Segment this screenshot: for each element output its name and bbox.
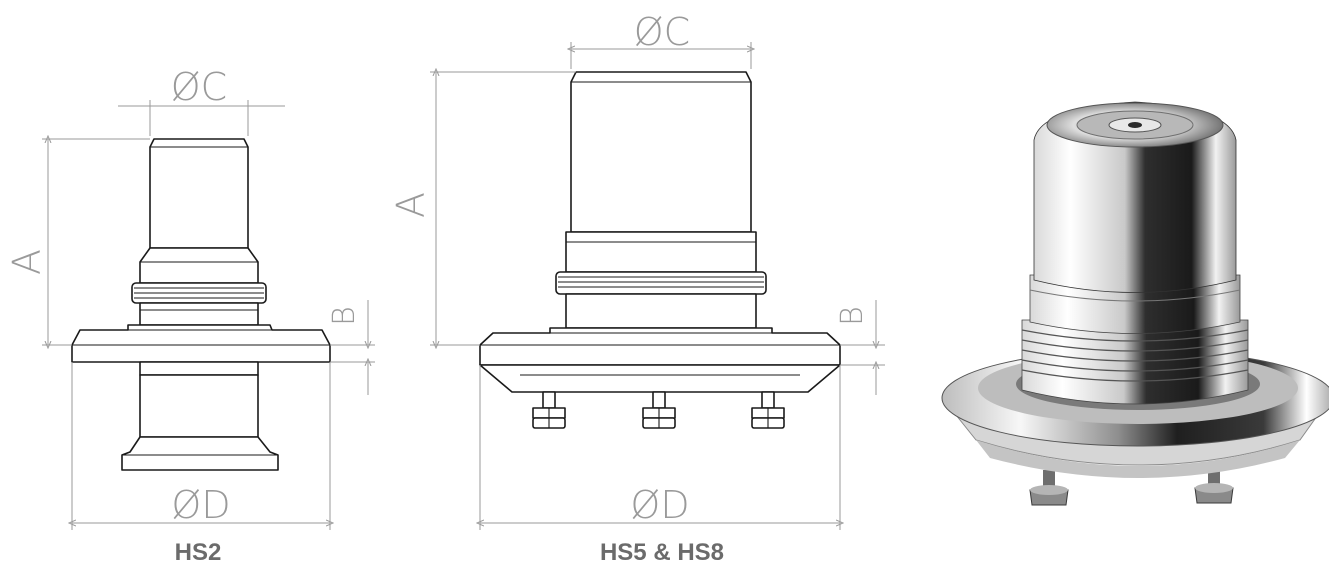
hs2-dim-d: ØD (72, 362, 330, 530)
render-bolt-right (1194, 468, 1234, 504)
hs2-drawing: ØC A B ØD HS2 (5, 65, 375, 566)
hs5-dim-d-label: ØD (630, 483, 689, 527)
hs2-bottom-clamp (121, 436, 279, 471)
hs5-dim-a: A (389, 72, 576, 345)
hs5-dim-c-label: ØC (634, 10, 690, 54)
hs5-thread (555, 271, 767, 295)
hs2-dim-a: A (5, 139, 150, 345)
hs2-caption: HS2 (175, 539, 222, 566)
hs2-dim-c-label: ØC (171, 65, 227, 109)
hs5-hs8-caption: HS5 & HS8 (600, 539, 724, 566)
hs5-dim-d: ØD (480, 365, 840, 530)
hs2-dim-b: B (327, 300, 375, 395)
hs2-top-cylinder (149, 138, 249, 249)
hs5-dim-a-label: A (389, 192, 433, 218)
render-bolt-left (1029, 470, 1069, 506)
hs5-neck (565, 293, 757, 329)
hs2-dim-b-label: B (327, 306, 362, 326)
hs5-mid-step (565, 231, 757, 273)
hs2-neck (139, 302, 259, 326)
hs2-lower-tube (139, 374, 259, 438)
hs5-bolt-left (532, 391, 566, 429)
hs2-dim-d-label: ØD (171, 483, 230, 527)
hs5-cone (479, 364, 841, 393)
hs5-bolt-right (751, 391, 785, 429)
hs2-dim-c: ØC (118, 65, 285, 136)
hs5-dim-b: B (835, 300, 885, 395)
hs2-dim-a-label: A (5, 249, 49, 275)
hs2-lower-body (139, 361, 259, 376)
hs2-mid-step (139, 247, 259, 284)
hs5-bolt-middle (642, 391, 676, 429)
render-3d-housing (941, 101, 1329, 506)
hs5-hs8-drawing: ØC A B ØD HS5 & HS8 (389, 10, 885, 566)
hs5-top-cylinder (570, 71, 752, 233)
hs2-thread (131, 282, 267, 304)
hs5-dim-b-label: B (835, 306, 870, 326)
hs5-dim-c: ØC (571, 10, 751, 69)
